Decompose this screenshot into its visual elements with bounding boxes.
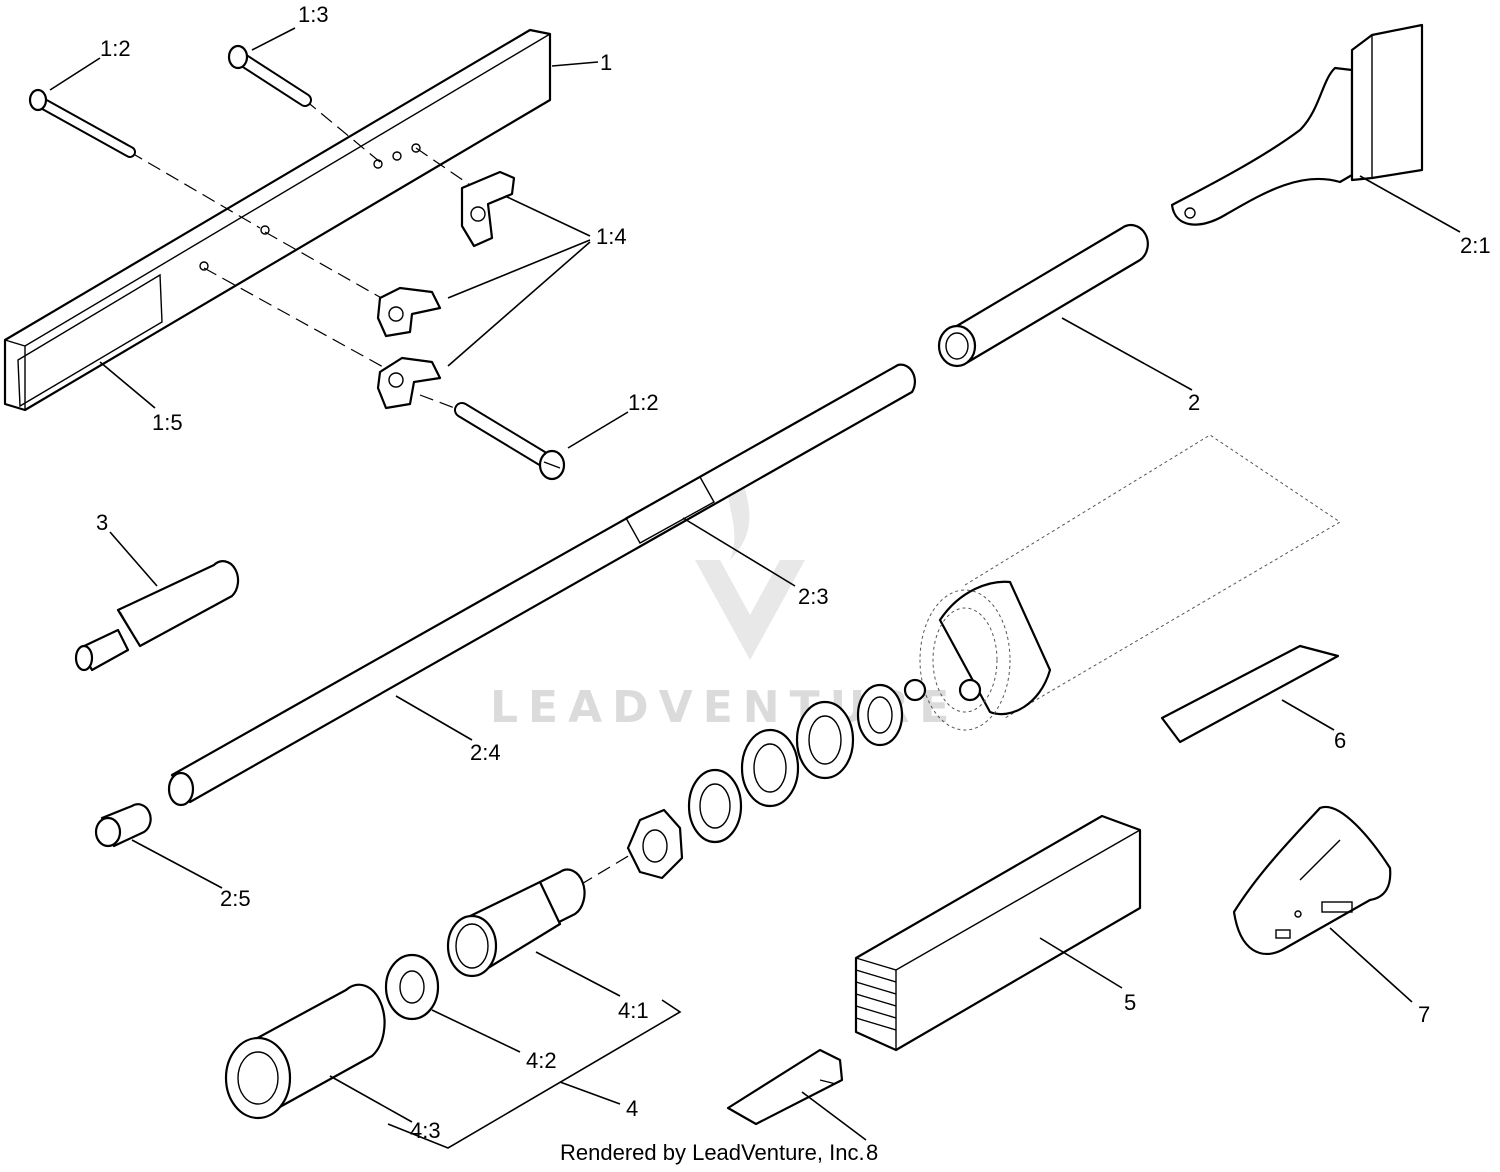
part-3-spline-socket[interactable] — [74, 560, 240, 672]
callout-2-3: 2:3 — [798, 584, 829, 609]
callout-2-1: 2:1 — [1460, 233, 1491, 258]
leader-lines — [49, 27, 1461, 1149]
part-5-decal-stack[interactable] — [854, 814, 1142, 1052]
part-1-4-wing-nut-3[interactable] — [376, 356, 442, 410]
callout-3: 3 — [96, 510, 108, 535]
callout-4-1: 4:1 — [618, 998, 649, 1023]
callout-1-3: 1:3 — [298, 2, 329, 27]
part-6-strip[interactable] — [1160, 644, 1340, 744]
part-2-5-cap[interactable] — [94, 803, 152, 848]
callout-6: 6 — [1334, 728, 1346, 753]
bearing-2 — [795, 700, 855, 780]
roller-assembly — [903, 434, 1341, 731]
callout-4: 4 — [626, 1096, 638, 1121]
bearing-1 — [856, 683, 904, 747]
callout-1-5: 1:5 — [152, 410, 183, 435]
part-1-2-pin-upper[interactable] — [28, 88, 136, 158]
callout-7: 7 — [1418, 1002, 1430, 1027]
part-1-2-pin-lower[interactable] — [454, 402, 566, 481]
part-1-4-wing-nut-1[interactable] — [460, 170, 516, 248]
callout-labels: 1 1:2 1:3 1:4 1:5 1:2 2 2:1 2:3 2:4 2:5 … — [96, 2, 1491, 1165]
part-4-3-socket[interactable] — [224, 983, 386, 1120]
part-2-tube[interactable] — [937, 223, 1149, 368]
part-2-4-rod[interactable] — [167, 363, 916, 807]
part-2-1-brush[interactable] — [1170, 23, 1424, 226]
callout-2: 2 — [1188, 390, 1200, 415]
part-2-3-label-band — [625, 476, 715, 544]
callout-2-4: 2:4 — [470, 740, 501, 765]
render-credit: Rendered by LeadVenture, Inc. — [560, 1140, 865, 1165]
callout-4-3: 4:3 — [410, 1118, 441, 1143]
part-4-2-washer[interactable] — [384, 953, 440, 1021]
bearing-4 — [687, 768, 743, 844]
part-4-1-sleeve[interactable] — [446, 868, 586, 978]
callout-1-2-upper: 1:2 — [100, 36, 131, 61]
part-7-tool[interactable] — [1232, 805, 1392, 955]
callout-1: 1 — [600, 50, 612, 75]
part-1-3-pin[interactable] — [227, 44, 312, 107]
callout-5: 5 — [1124, 990, 1136, 1015]
callout-1-2-lower: 1:2 — [628, 390, 659, 415]
part-1-bar[interactable] — [3, 28, 552, 412]
bearing-3 — [740, 728, 800, 808]
callout-8: 8 — [866, 1140, 878, 1165]
part-1-4-wing-nut-2[interactable] — [376, 286, 442, 338]
callout-4-2: 4:2 — [526, 1048, 557, 1073]
part-8-clip[interactable] — [726, 1048, 844, 1126]
callout-1-4: 1:4 — [596, 224, 627, 249]
callout-2-5: 2:5 — [220, 886, 251, 911]
hex-nut — [626, 808, 684, 880]
